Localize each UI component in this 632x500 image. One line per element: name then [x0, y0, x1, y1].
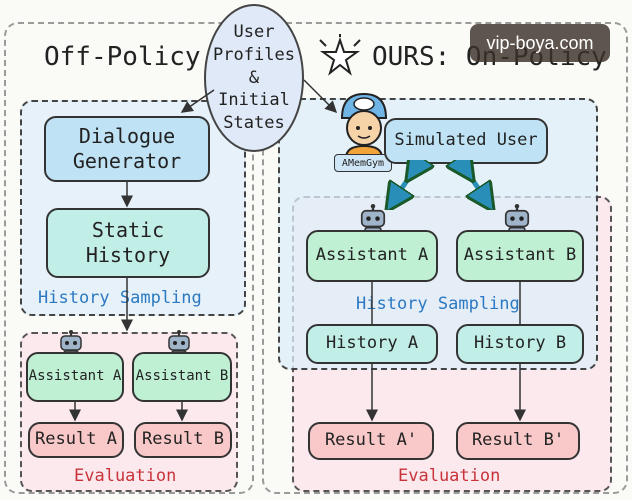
interaction-arrows [380, 160, 510, 210]
static-history-line-2: History [85, 243, 171, 267]
ellipse-line-3: & [248, 67, 260, 88]
right-assistant-a-box: Assistant A [306, 230, 438, 282]
right-result-b-box: Result B' [456, 422, 580, 460]
ellipse-line-2: Profiles [213, 44, 295, 65]
off-policy-panel [4, 22, 254, 494]
double-arrow-left [394, 170, 414, 200]
right-history-sampling-label: History Sampling [356, 294, 520, 314]
left-history-sampling-label: History Sampling [38, 288, 202, 308]
left-assistant-a-box: Assistant A [26, 352, 124, 402]
history-a-box: History A [306, 324, 438, 364]
amemgym-badge: AMemGym [334, 154, 392, 172]
dialogue-generator-box: Dialogue Generator [44, 116, 210, 182]
left-result-b-box: Result B [134, 422, 232, 458]
star-icon [319, 34, 361, 76]
arrow-ellipse-to-generator [180, 89, 215, 113]
static-history-box: Static History [46, 208, 210, 278]
off-policy-title: Off-Policy [44, 42, 201, 72]
left-result-a-box: Result A [28, 422, 124, 458]
user-profiles-ellipse: User Profiles & Initial States [204, 4, 304, 152]
dialogue-generator-line-2: Generator [72, 149, 182, 173]
right-evaluation-label: Evaluation [398, 466, 501, 486]
dialogue-generator-line-1: Dialogue [78, 124, 176, 148]
right-assistant-b-box: Assistant B [456, 230, 584, 282]
ellipse-line-1: User [233, 21, 275, 42]
static-history-line-1: Static [91, 218, 165, 242]
arrow-ellipse-to-user [303, 79, 338, 114]
left-assistant-b-box: Assistant B [132, 352, 232, 402]
history-b-box: History B [456, 324, 584, 364]
on-policy-panel [262, 22, 628, 494]
ellipse-line-4: Initial [218, 90, 290, 111]
ellipse-line-5: States [223, 113, 285, 134]
simulated-user-box: Simulated User [384, 118, 548, 164]
left-evaluation-label: Evaluation [74, 466, 177, 486]
right-result-a-box: Result A' [308, 422, 434, 460]
watermark: vip-boya.com [470, 24, 610, 62]
double-arrow-right [466, 170, 486, 200]
